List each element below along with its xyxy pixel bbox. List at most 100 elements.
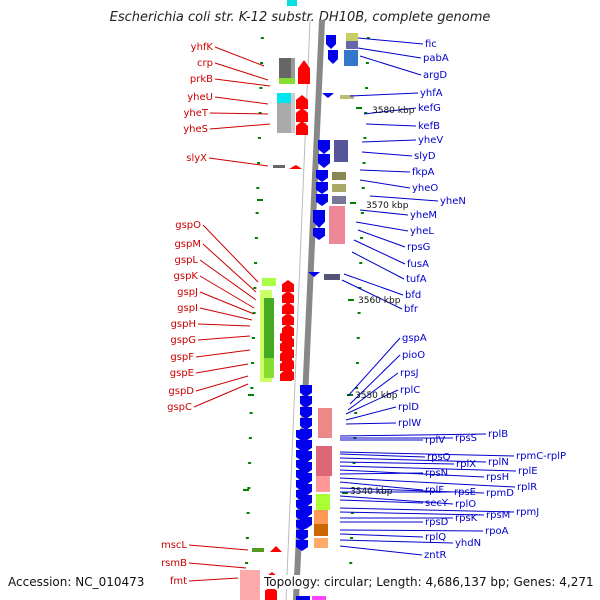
gene-label-right[interactable]: rplD — [398, 402, 419, 413]
gene-label-right[interactable]: zntR — [424, 550, 447, 561]
gene-arrow-left[interactable] — [296, 121, 308, 135]
gene-label-right[interactable]: bfr — [404, 304, 419, 315]
gene-arrow-left[interactable] — [298, 60, 310, 84]
gene-label-right[interactable]: rplC — [400, 385, 420, 396]
gene-label-right[interactable]: rplV — [425, 435, 445, 446]
gene-label-right[interactable]: rpsH — [486, 472, 509, 483]
gene-arrow-left[interactable] — [280, 350, 292, 361]
gene-label-right[interactable]: pabA — [423, 53, 449, 64]
gene-label-right[interactable]: kefB — [418, 121, 440, 132]
gene-label-right[interactable]: fic — [425, 39, 437, 50]
gene-label-left[interactable]: fmt — [170, 576, 187, 587]
gene-arrow-right[interactable] — [296, 510, 308, 521]
gene-label-right[interactable]: rpoA — [485, 526, 509, 537]
gene-label-right[interactable]: rpmC-rplP — [516, 451, 566, 462]
gene-arrow-right[interactable] — [296, 460, 308, 471]
gene-label-right[interactable]: rplX — [456, 459, 476, 470]
gene-arrow-right[interactable] — [318, 154, 330, 168]
gene-label-left[interactable]: gspK — [174, 271, 199, 282]
gene-label-left[interactable]: yheU — [187, 92, 213, 103]
gene-arrow-right[interactable] — [300, 418, 312, 430]
gene-label-right[interactable]: rplR — [517, 482, 537, 493]
gene-arrow-left[interactable] — [280, 340, 292, 351]
gene-arrow-left[interactable] — [280, 330, 292, 341]
gene-label-left[interactable]: prkB — [190, 74, 213, 85]
gene-label-right[interactable]: argD — [423, 70, 447, 81]
gene-arrow-left[interactable] — [282, 313, 294, 325]
gene-arrow-right[interactable] — [296, 480, 308, 491]
gene-arrow-right[interactable] — [296, 490, 308, 501]
gene-arrow-left[interactable] — [282, 302, 294, 314]
gene-label-right[interactable]: tufA — [406, 274, 427, 285]
gene-label-right[interactable]: rpsM — [486, 510, 510, 521]
gene-label-right[interactable]: rpsJ — [400, 368, 419, 379]
gene-label-right[interactable]: yhfA — [420, 88, 443, 99]
gene-label-right[interactable]: rpsQ — [427, 452, 451, 463]
gene-label-right[interactable]: yhdN — [455, 538, 481, 549]
gene-label-right[interactable]: rpsS — [455, 433, 477, 444]
gene-label-left[interactable]: gspL — [175, 255, 199, 266]
gene-label-right[interactable]: rplO — [455, 499, 476, 510]
gene-label-right[interactable]: rpsE — [454, 487, 476, 498]
gene-label-right[interactable]: yheV — [418, 135, 443, 146]
gene-arrow-right[interactable] — [313, 228, 325, 240]
gene-arrow-right[interactable] — [296, 500, 308, 511]
gene-arrow-right[interactable] — [328, 50, 338, 64]
gene-label-left[interactable]: gspE — [170, 368, 194, 379]
gene-arrow-right[interactable] — [296, 520, 308, 531]
gene-label-left[interactable]: slyX — [186, 153, 207, 164]
gene-label-right[interactable]: pioO — [402, 350, 425, 361]
gene-label-right[interactable]: rplN — [488, 457, 509, 468]
gene-label-right[interactable]: yheN — [440, 196, 466, 207]
gene-arrow-left[interactable] — [280, 370, 292, 381]
gene-label-right[interactable]: kefG — [418, 103, 441, 114]
gene-label-right[interactable]: yheO — [412, 183, 438, 194]
gene-arrow-left[interactable] — [296, 95, 308, 109]
gene-label-left[interactable]: gspI — [177, 303, 198, 314]
gene-label-right[interactable]: rplE — [518, 466, 538, 477]
gene-arrow-left[interactable] — [280, 360, 292, 371]
gene-label-right[interactable]: rplW — [398, 418, 421, 429]
gene-arrow-right[interactable] — [318, 140, 330, 154]
gene-label-left[interactable]: gspM — [174, 239, 201, 250]
gene-label-right[interactable]: rplQ — [425, 532, 446, 543]
gene-label-left[interactable]: yheT — [183, 108, 208, 119]
gene-label-right[interactable]: rpsG — [407, 242, 430, 253]
gene-label-left[interactable]: gspC — [167, 402, 192, 413]
gene-label-left[interactable]: rsmB — [161, 558, 187, 569]
gene-arrow-right[interactable] — [326, 35, 336, 49]
gene-label-left[interactable]: gspO — [175, 220, 201, 231]
gene-label-left[interactable]: gspH — [171, 319, 196, 330]
gene-label-left[interactable]: yheS — [183, 124, 208, 135]
gene-arrow-left[interactable] — [282, 280, 294, 292]
gene-label-left[interactable]: mscL — [161, 540, 187, 551]
gene-label-left[interactable]: yhfK — [191, 42, 214, 53]
gene-label-right[interactable]: bfd — [405, 290, 421, 301]
gene-label-right[interactable]: rpmD — [486, 488, 514, 499]
gene-arrow-right[interactable] — [316, 182, 328, 194]
gene-label-left[interactable]: gspF — [170, 352, 194, 363]
gene-arrow-right[interactable] — [296, 540, 308, 551]
gene-arrow-right[interactable] — [316, 194, 328, 206]
gene-arrow-right[interactable] — [300, 407, 312, 419]
gene-arrow-right[interactable] — [300, 385, 312, 397]
gene-arrow-right[interactable] — [300, 396, 312, 408]
gene-label-left[interactable]: gspJ — [177, 287, 198, 298]
gene-arrow-right[interactable] — [308, 272, 320, 277]
gene-label-right[interactable]: rplB — [488, 429, 508, 440]
gene-label-right[interactable]: yheM — [410, 210, 437, 221]
gene-label-right[interactable]: yheL — [410, 226, 434, 237]
gene-arrow-right[interactable] — [296, 430, 308, 441]
gene-arrow-right[interactable] — [296, 470, 308, 481]
gene-label-right[interactable]: rpsN — [425, 468, 448, 479]
gene-arrow-left[interactable] — [282, 291, 294, 303]
gene-label-right[interactable]: rpsK — [455, 513, 478, 524]
gene-label-right[interactable]: slyD — [414, 151, 436, 162]
gene-arrow-left[interactable] — [296, 108, 308, 122]
gene-arrow-right[interactable] — [296, 450, 308, 461]
gene-label-left[interactable]: gspD — [168, 386, 194, 397]
gene-arrow-right[interactable] — [296, 530, 308, 541]
gene-arrow-left[interactable] — [270, 546, 282, 552]
gene-label-right[interactable]: secY — [425, 498, 449, 509]
